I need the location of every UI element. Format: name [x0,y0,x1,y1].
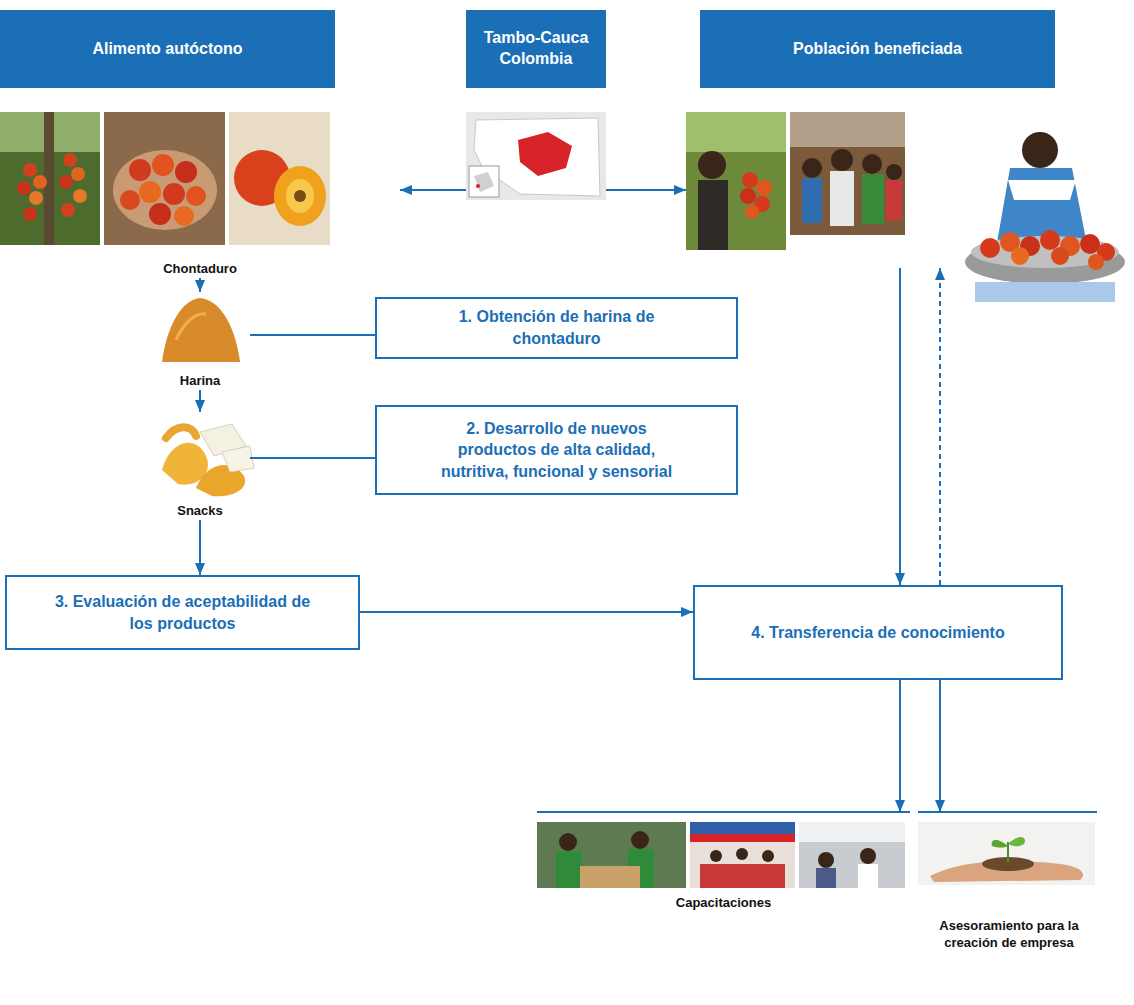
boy-photo [686,112,786,250]
flow-arrow [199,390,201,412]
family-photo [790,112,905,235]
flow-arrow [939,680,941,812]
header-band: Tambo-Cauca Colombia [466,10,606,88]
bracket-line [918,811,1097,813]
training-photo [537,822,686,888]
image-caption: Capacitaciones [676,894,771,912]
header-band: Población beneficiada [700,10,1055,88]
flow-arrow [199,278,201,292]
box-label: 4. Transferencia de conocimiento [751,622,1004,644]
flow-arrow [360,611,693,613]
flour-pile [162,298,240,362]
flow-arrow [400,189,466,191]
flow-arrow [606,189,686,191]
image-caption: Chontaduro [163,260,237,278]
connector-line [250,334,375,336]
fruit-hand-photo [104,112,225,245]
image-caption: Harina [180,372,220,390]
flow-arrow [899,268,901,585]
image-group: Asesoramiento para la creación de empres… [918,812,1100,952]
box-label: 2. Desarrollo de nuevos productos de alt… [429,418,684,483]
connector-line [250,457,375,459]
training-photo [799,822,905,888]
vendor-photo [965,132,1125,302]
header-label: Tambo-Cauca Colombia [474,28,598,70]
flow-arrow [199,520,201,575]
header-label: Población beneficiada [793,39,962,60]
box-label: 1. Obtención de harina de chontaduro [447,306,666,349]
image-caption: Asesoramiento para la creación de empres… [934,917,1084,952]
image-group: Chontaduro [0,112,400,278]
header-band: Población beneficiada [686,10,1128,268]
image-group: Capacitaciones [537,812,910,912]
location-map [466,112,606,200]
header-label: Alimento autóctono [92,39,242,60]
process-box: 3. Evaluación de aceptabilidad de los pr… [5,575,360,650]
region-header: Tambo-Cauca Colombia [466,10,606,200]
fruit-photo [229,112,330,245]
snacks-image [162,424,254,496]
seedling-hand-image [918,822,1095,885]
image-group: Harina [150,292,250,390]
header-band: Alimento autóctono [0,10,335,88]
process-box: 4. Transferencia de conocimiento [693,585,1063,680]
flow-arrow [939,268,941,585]
image-caption: Snacks [177,502,223,520]
flow-arrow [899,680,901,812]
bracket-line [537,811,910,813]
process-box: 2. Desarrollo de nuevos productos de alt… [375,405,738,495]
image-group: Snacks [150,412,250,520]
process-box: 1. Obtención de harina de chontaduro [375,297,738,359]
training-photo [690,822,795,888]
box-label: 3. Evaluación de aceptabilidad de los pr… [43,591,322,634]
palm-photo [0,112,100,245]
